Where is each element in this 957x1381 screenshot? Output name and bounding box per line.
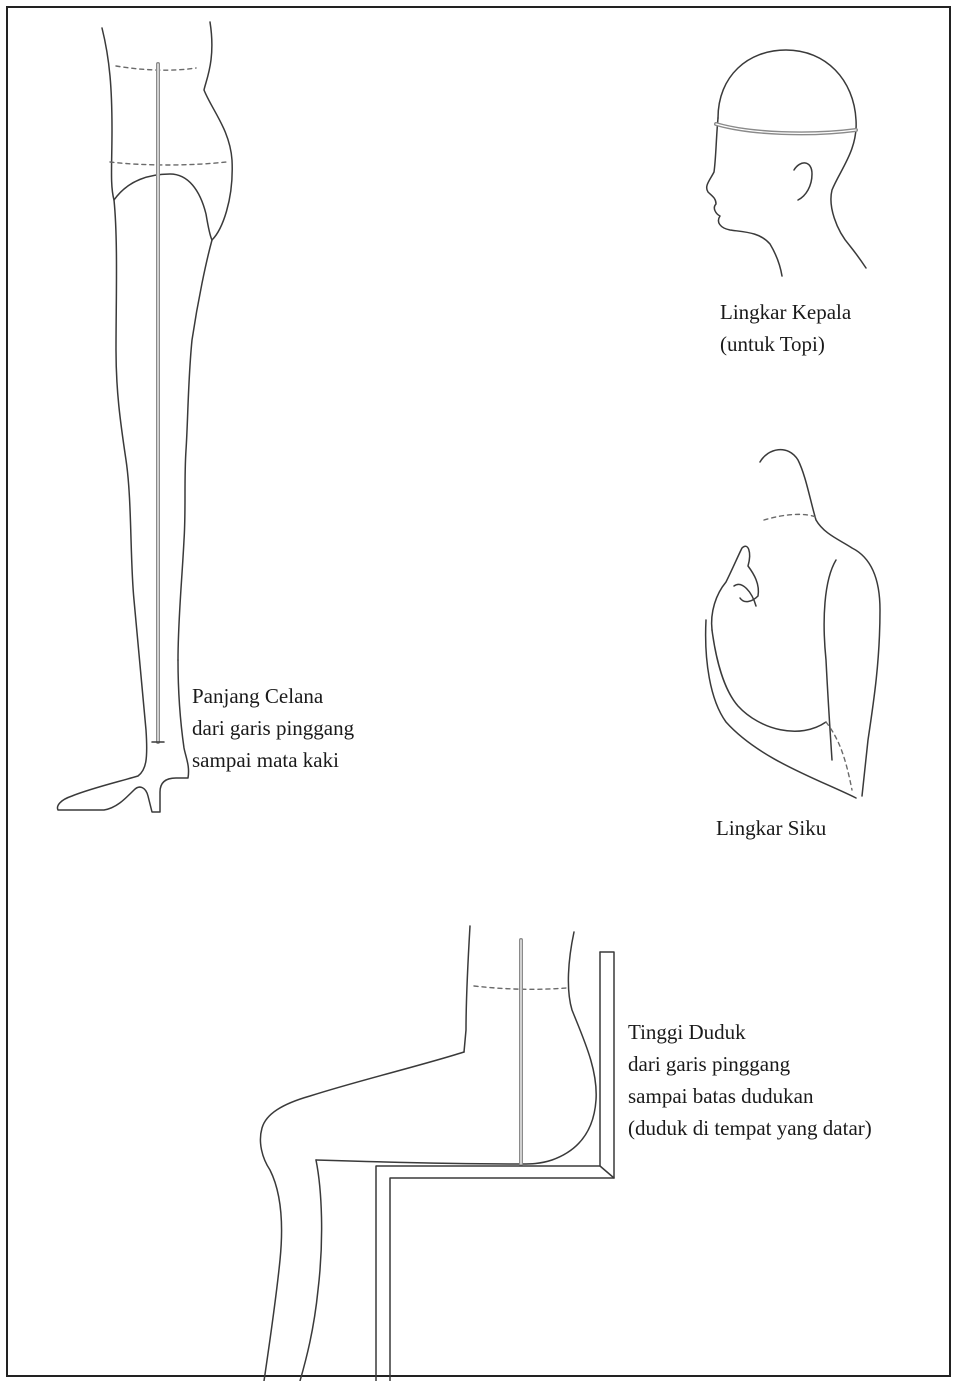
caption-line: Lingkar Siku [716,812,826,844]
caption-head-circumference: Lingkar Kepala (untuk Topi) [720,296,851,360]
caption-line: (duduk di tempat yang datar) [628,1112,872,1144]
caption-line: sampai mata kaki [192,744,354,776]
caption-line: Tinggi Duduk [628,1016,872,1048]
caption-seated-height: Tinggi Duduk dari garis pinggang sampai … [628,1016,872,1144]
caption-line: (untuk Topi) [720,328,851,360]
caption-elbow-circumference: Lingkar Siku [716,812,826,844]
caption-line: dari garis pinggang [628,1048,872,1080]
caption-trouser-length: Panjang Celana dari garis pinggang sampa… [192,680,354,776]
caption-line: Panjang Celana [192,680,354,712]
seated-figure [260,926,614,1381]
caption-line: Lingkar Kepala [720,296,851,328]
head-figure [707,50,866,276]
caption-line: dari garis pinggang [192,712,354,744]
caption-line: sampai batas dudukan [628,1080,872,1112]
elbow-figure [706,450,880,798]
